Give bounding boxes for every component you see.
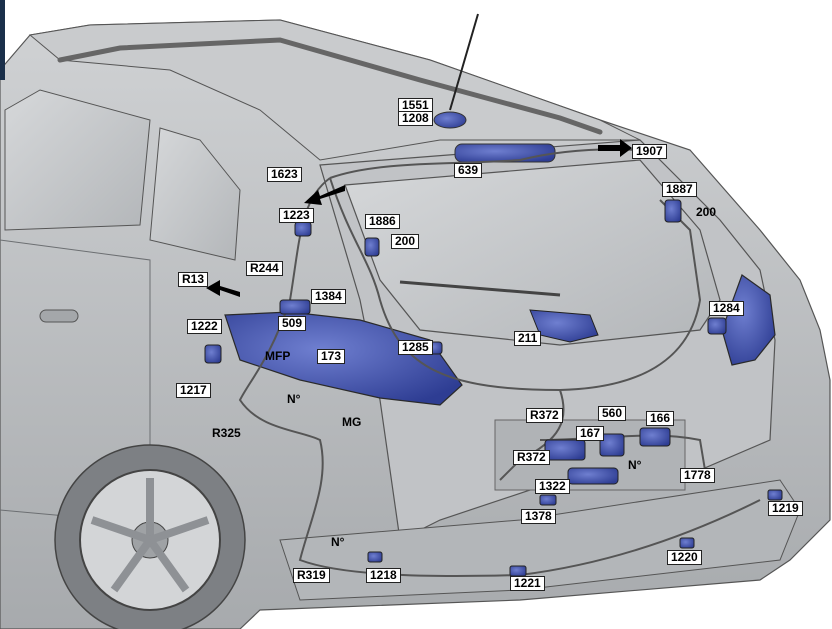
antenna-mast bbox=[449, 13, 479, 111]
label-1220: 1220 bbox=[667, 550, 702, 565]
side-window-front bbox=[4, 89, 151, 231]
arrow-right-icon bbox=[598, 139, 632, 157]
wiring-harness bbox=[238, 177, 761, 578]
label-R13: R13 bbox=[178, 272, 209, 287]
roof-panel bbox=[28, 19, 641, 161]
arrow-left-icon bbox=[304, 185, 345, 205]
label-No-2: N° bbox=[628, 458, 642, 472]
label-1217: 1217 bbox=[176, 383, 211, 398]
label-1285: 1285 bbox=[398, 340, 433, 355]
label-1222: 1222 bbox=[187, 319, 222, 334]
label-1778: 1778 bbox=[680, 468, 715, 483]
label-No-3: N° bbox=[331, 535, 345, 549]
label-R325: R325 bbox=[212, 426, 241, 440]
label-R319: R319 bbox=[293, 568, 330, 583]
rear-wiper bbox=[399, 280, 561, 297]
label-1886: 1886 bbox=[365, 214, 400, 229]
label-1223: 1223 bbox=[279, 208, 314, 223]
label-211: 211 bbox=[514, 331, 542, 346]
label-166: 166 bbox=[646, 411, 675, 426]
label-No-1: N° bbox=[287, 392, 301, 406]
label-1378: 1378 bbox=[521, 509, 556, 524]
side-window-rear bbox=[149, 127, 241, 261]
wheel-spokes bbox=[90, 478, 210, 593]
label-MFP: MFP bbox=[265, 349, 291, 363]
label-200-right: 200 bbox=[696, 205, 717, 219]
label-R372-bottom: R372 bbox=[513, 450, 550, 465]
door-handle bbox=[39, 309, 79, 323]
label-R372-top: R372 bbox=[526, 408, 563, 423]
label-1219: 1219 bbox=[768, 501, 803, 516]
label-1218: 1218 bbox=[366, 568, 401, 583]
label-509: 509 bbox=[278, 316, 307, 331]
arrow-left-icon bbox=[206, 280, 240, 297]
label-MG: MG bbox=[342, 415, 362, 429]
label-1907: 1907 bbox=[632, 144, 667, 159]
label-1623: 1623 bbox=[267, 167, 302, 182]
label-1208: 1208 bbox=[398, 111, 433, 126]
label-1384: 1384 bbox=[311, 289, 346, 304]
label-560: 560 bbox=[598, 406, 627, 421]
antenna-base bbox=[433, 111, 467, 129]
label-639: 639 bbox=[454, 163, 483, 178]
rear-bumper bbox=[279, 479, 801, 601]
label-1221: 1221 bbox=[510, 576, 545, 591]
label-167: 167 bbox=[576, 426, 605, 441]
label-173: 173 bbox=[317, 349, 346, 364]
high-brake-light bbox=[454, 143, 556, 163]
label-1887: 1887 bbox=[662, 182, 697, 197]
label-1322: 1322 bbox=[535, 479, 570, 494]
rear-windscreen bbox=[344, 159, 721, 346]
label-R244: R244 bbox=[246, 261, 283, 276]
label-200-center: 200 bbox=[391, 234, 420, 249]
edge-strip bbox=[0, 0, 5, 80]
roof-rail bbox=[57, 37, 603, 135]
label-1284: 1284 bbox=[709, 301, 744, 316]
